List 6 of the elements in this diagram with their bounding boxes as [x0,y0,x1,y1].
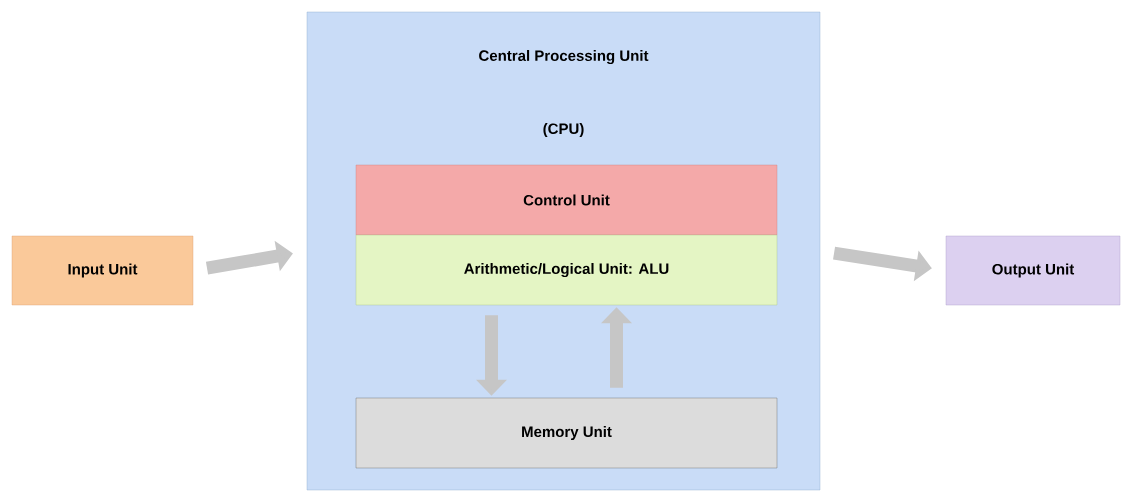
process-box: Input Unit [11,235,194,306]
process-box: Memory Unit [355,397,778,469]
arrow [205,240,293,275]
process-box: Arithmetic/Logical Unit: ALU [355,234,778,306]
process-box: Control Unit [355,164,778,236]
process-box: Output Unit [945,235,1121,306]
